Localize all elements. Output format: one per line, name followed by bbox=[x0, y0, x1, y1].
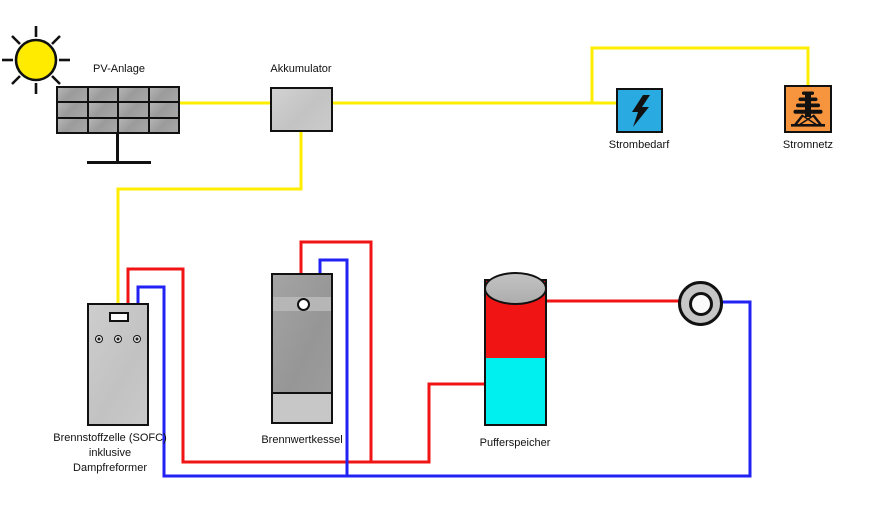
sofc-knobs bbox=[89, 333, 147, 345]
lightning-icon bbox=[631, 94, 650, 127]
sofc-knob bbox=[113, 335, 122, 343]
pv-cell bbox=[58, 103, 87, 117]
wire-kessel-hot-supply bbox=[299, 240, 373, 462]
puffer-node bbox=[484, 272, 547, 426]
kessel-label: Brennwertkessel bbox=[261, 434, 343, 446]
pv-cell bbox=[119, 103, 148, 117]
kessel-base bbox=[273, 392, 331, 422]
stromnetz-label: Stromnetz bbox=[782, 139, 834, 151]
puffer-cold-zone bbox=[486, 358, 545, 424]
sofc-knob bbox=[94, 335, 103, 343]
wire-akkumulator-to-sofc bbox=[116, 130, 303, 305]
sofc-knob bbox=[133, 335, 142, 343]
akkumulator-label: Akkumulator bbox=[270, 63, 332, 75]
wire-kessel-cold-return bbox=[318, 258, 349, 477]
sofc-label-line2: inklusive bbox=[88, 447, 132, 459]
pv-label: PV-Anlage bbox=[93, 63, 145, 75]
sofc-label: Brennstoffzelle (SOFC) inklusive Dampfre… bbox=[20, 431, 200, 476]
sofc-label-line1: Brennstoffzelle (SOFC) bbox=[53, 432, 167, 444]
sofc-node bbox=[87, 303, 149, 426]
strombedarf-node bbox=[616, 88, 663, 133]
puffer-label: Pufferspeicher bbox=[479, 437, 551, 449]
sofc-display bbox=[109, 312, 129, 322]
pv-cell bbox=[119, 88, 148, 102]
pv-cell bbox=[88, 118, 117, 132]
wire-sofc-hot-supply bbox=[126, 267, 485, 464]
pv-cell bbox=[88, 103, 117, 117]
sofc-label-line3: Dampfreformer bbox=[73, 462, 147, 474]
pv-cell bbox=[149, 103, 178, 117]
pv-stand-pole bbox=[116, 134, 119, 163]
pv-cell bbox=[119, 118, 148, 132]
wire-consumer-cold-return bbox=[136, 285, 752, 478]
pv-stand-base bbox=[87, 161, 151, 164]
puffer-cap bbox=[484, 272, 547, 305]
stromnetz-node bbox=[784, 85, 832, 133]
pylon-icon bbox=[791, 91, 825, 127]
pv-panel bbox=[56, 86, 180, 134]
pv-cell bbox=[58, 88, 87, 102]
akkumulator-node bbox=[270, 87, 333, 132]
kessel-node bbox=[271, 273, 333, 424]
heat-consumer-ring-inner bbox=[688, 291, 713, 316]
pv-cell bbox=[149, 88, 178, 102]
heat-consumer-ring bbox=[678, 281, 723, 326]
pv-cell bbox=[58, 118, 87, 132]
strombedarf-label: Strombedarf bbox=[608, 139, 670, 151]
kessel-sight-glass bbox=[297, 298, 310, 311]
sun-icon bbox=[2, 26, 70, 94]
pv-cell bbox=[149, 118, 178, 132]
pv-cell bbox=[88, 88, 117, 102]
wire-branch-to-stromnetz bbox=[590, 46, 810, 103]
